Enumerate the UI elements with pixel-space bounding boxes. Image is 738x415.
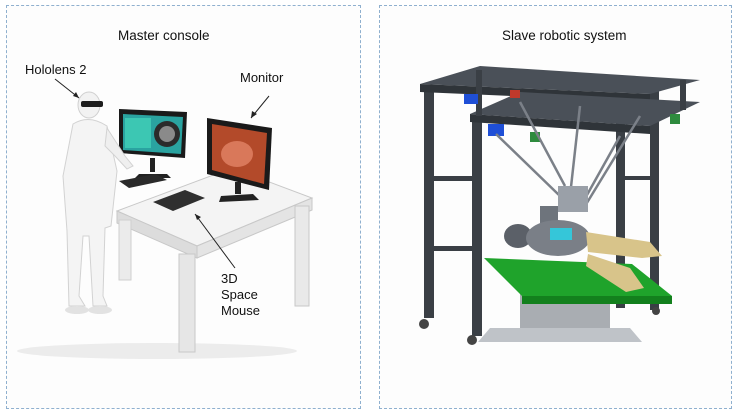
end-effector: [558, 186, 588, 212]
green-joint-right: [670, 114, 680, 124]
monitor-right-base: [219, 194, 259, 202]
desk-leg-front: [178, 253, 196, 353]
blue-joint-left: [464, 94, 478, 104]
mouse-pointer-line: [194, 213, 236, 269]
hololens-headset: [81, 101, 103, 107]
floor-shadow: [17, 343, 297, 359]
instrument-holder: [540, 206, 558, 224]
surgical-target: [550, 228, 572, 240]
slave-robotic-system-title: Slave robotic system: [502, 28, 627, 43]
space-mouse-label-line3: Mouse: [221, 303, 261, 318]
endoscope-image: [221, 141, 253, 167]
robot-arms: [495, 101, 642, 212]
desk-side-edge: [196, 197, 313, 259]
mannequin: [504, 220, 662, 292]
operating-bed-edge: [522, 296, 672, 304]
monitor-pointer-head: [251, 111, 257, 118]
desk-leg-left: [118, 219, 132, 281]
monitor-right-stand: [235, 182, 241, 194]
slave-robot-illustration: [419, 66, 700, 345]
red-joint: [510, 90, 520, 98]
keyboard: [119, 174, 167, 188]
slave-robotic-system-panel: Slave robotic system: [379, 5, 732, 409]
desk-leg-right: [294, 205, 310, 307]
green-joint-front: [530, 132, 540, 142]
mouse-pointer-head: [195, 214, 201, 220]
brain-scan-inner: [159, 126, 175, 142]
master-console-title: Master console: [118, 28, 210, 43]
master-console-panel: Master console Hololens 2 Monitor 3D Spa…: [6, 5, 361, 409]
table-base: [478, 328, 642, 342]
hololens-pointer-head: [73, 92, 79, 98]
surgeon-figure: [62, 91, 134, 314]
monitor-label: Monitor: [240, 70, 284, 85]
hololens-label: Hololens 2: [25, 62, 87, 77]
space-mouse-device: [153, 190, 205, 211]
medical-image-panel: [125, 118, 151, 148]
master-console-illustration: [17, 78, 314, 359]
casters: [419, 307, 660, 345]
space-mouse-label-line1: 3D: [221, 271, 238, 286]
monitor-left-stand: [150, 158, 155, 172]
space-mouse-label-line2: Space: [221, 287, 258, 302]
blue-joint-front: [488, 124, 504, 136]
operating-bed: [484, 258, 672, 296]
